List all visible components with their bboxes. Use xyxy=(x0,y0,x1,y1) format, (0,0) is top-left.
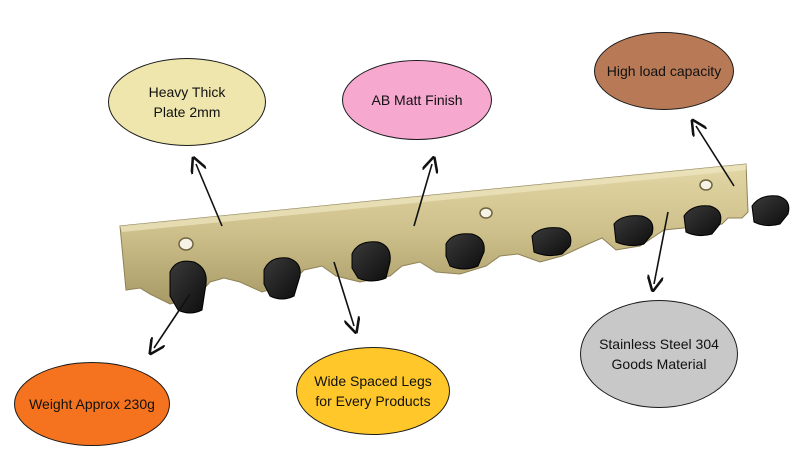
hook xyxy=(445,233,485,270)
arrow-icon xyxy=(196,164,223,227)
callout-heavy-plate-text: Heavy Thick Plate 2mm xyxy=(148,84,226,120)
hook xyxy=(351,241,391,282)
arrow-icon xyxy=(333,261,354,326)
mounting-hole xyxy=(699,179,713,191)
mounting-hole xyxy=(479,207,493,219)
hook xyxy=(613,215,654,247)
callout-wide-legs: Wide Spaced Legs for Every Products xyxy=(296,347,450,435)
hook xyxy=(263,257,301,300)
hook xyxy=(751,195,790,227)
arrow-icon xyxy=(654,211,669,284)
callout-matt-finish-text: AB Matt Finish xyxy=(371,92,463,108)
callout-matt-finish: AB Matt Finish xyxy=(342,60,492,140)
hook xyxy=(169,260,207,314)
callout-wide-legs-text: Wide Spaced Legs for Every Products xyxy=(314,373,432,409)
callout-weight: Weight Approx 230g xyxy=(14,362,170,446)
arrow-icon xyxy=(154,293,191,348)
callout-weight-text: Weight Approx 230g xyxy=(29,396,155,412)
hook xyxy=(683,205,722,237)
callout-load-capacity: High load capacity xyxy=(594,32,734,110)
callout-stainless-steel-text: Stainless Steel 304 Goods Material xyxy=(599,336,719,372)
mounting-hole xyxy=(178,237,194,251)
callout-load-capacity-text: High load capacity xyxy=(606,63,722,79)
arrow-icon xyxy=(413,164,432,227)
hook xyxy=(531,227,572,257)
callout-stainless-steel: Stainless Steel 304 Goods Material xyxy=(580,300,738,408)
callout-heavy-plate: Heavy Thick Plate 2mm xyxy=(108,58,266,146)
arrow-icon xyxy=(696,126,735,187)
